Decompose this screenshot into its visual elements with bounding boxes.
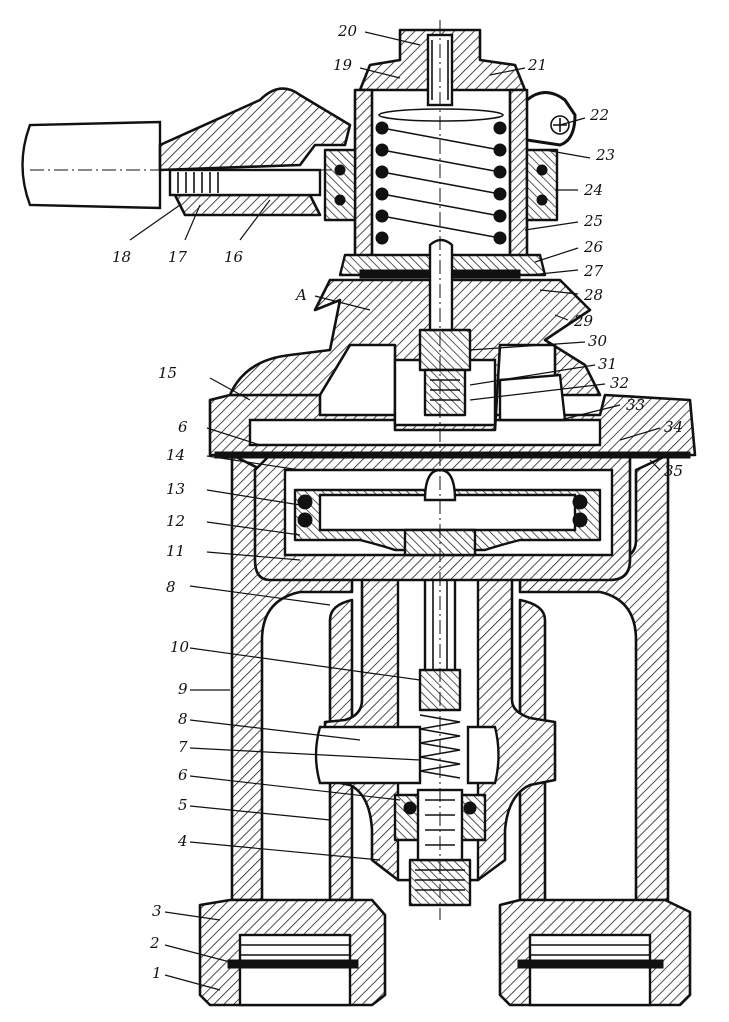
callout-8-upper: 8 (166, 578, 176, 596)
callout-19: 19 (333, 56, 353, 74)
callout-33: 33 (626, 396, 645, 414)
lever-grip (21, 120, 162, 210)
callout-labels: 20 19 21 22 23 24 25 26 27 28 29 30 31 3… (112, 22, 683, 982)
callout-32: 32 (610, 374, 629, 392)
leader-lines (129, 31, 661, 991)
callout-13: 13 (166, 480, 185, 498)
callout-15: 15 (158, 364, 177, 382)
callout-1: 1 (152, 964, 162, 982)
callout-4: 4 (177, 832, 188, 850)
callout-21: 21 (527, 56, 547, 74)
upper-housing-body (228, 278, 602, 432)
spring-housing (323, 28, 577, 332)
left-union-nut (198, 898, 387, 1007)
callout-12: 12 (166, 512, 185, 530)
callout-A: A (294, 286, 307, 304)
callout-27: 27 (583, 262, 604, 280)
callout-10: 10 (170, 638, 190, 656)
callout-31: 31 (598, 355, 617, 373)
callout-29: 29 (573, 312, 594, 330)
callout-22: 22 (589, 106, 609, 124)
callout-11: 11 (166, 542, 185, 560)
callout-35: 35 (664, 462, 683, 480)
callout-24: 24 (583, 181, 603, 199)
callout-25: 25 (583, 212, 603, 230)
callout-2: 2 (149, 934, 160, 952)
callout-9: 9 (178, 680, 188, 698)
right-union-nut (498, 898, 692, 1007)
callout-34: 34 (664, 418, 683, 436)
main-spring (375, 108, 507, 245)
callout-30: 30 (588, 332, 608, 350)
callout-7: 7 (178, 738, 188, 756)
upper-housing (228, 278, 602, 432)
callout-16: 16 (224, 248, 244, 266)
side-port-right (466, 725, 500, 785)
callout-23: 23 (595, 146, 615, 164)
lever-arm (158, 87, 352, 172)
callout-8-lower: 8 (178, 710, 188, 728)
callout-14: 14 (166, 446, 185, 464)
diaphragm-chamber (253, 453, 632, 582)
lever-handle (21, 87, 352, 217)
callout-5: 5 (178, 796, 188, 814)
callout-3: 3 (152, 902, 162, 920)
callout-6-upper: 6 (178, 418, 188, 436)
callout-18: 18 (112, 248, 131, 266)
callout-28: 28 (583, 286, 603, 304)
callout-6-lower: 6 (178, 766, 188, 784)
callout-26: 26 (583, 238, 604, 256)
callout-17: 17 (168, 248, 188, 266)
callout-20: 20 (337, 22, 358, 40)
